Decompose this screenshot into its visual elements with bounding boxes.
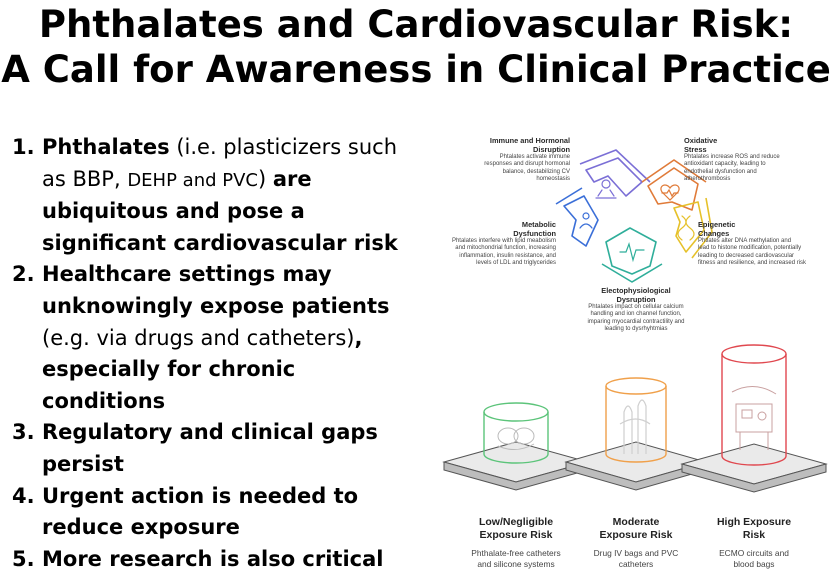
point-item: 5. More research is also critical xyxy=(12,544,412,576)
label-epigenetic-changes: Epigenetic Changes Phtlates alter DNA me… xyxy=(698,220,807,267)
microscope-icon xyxy=(595,179,617,199)
chevron-epigenetic xyxy=(673,197,713,259)
iv-line-icon xyxy=(619,399,651,454)
risk-moderate: Moderate Exposure Risk Drug IV bags and … xyxy=(593,516,679,569)
point-number: 1. xyxy=(12,135,35,159)
title-line-2: A Call for Awareness in Clinical Practic… xyxy=(1,48,831,91)
infographic-graphics xyxy=(442,149,828,493)
risk-high: High Exposure Risk ECMO circuits and blo… xyxy=(716,516,792,569)
label-metabolic-dysfunction: Metabolic Dysfunction Phtalates interfer… xyxy=(451,220,556,267)
heart-pulse-icon xyxy=(660,184,680,201)
platform-high xyxy=(680,443,828,493)
chevron-metabolic xyxy=(555,187,599,247)
label-oxidative-stress: Oxidative Stress Phtalates increase ROS … xyxy=(684,136,780,183)
point-item: 4. Urgent action is needed to reduce exp… xyxy=(12,481,412,544)
mechanism-ring xyxy=(555,149,713,283)
chevron-electro xyxy=(601,227,663,283)
label-electrophysiological: Electophysiological Dysruption Phtalates… xyxy=(587,286,685,333)
ecg-icon xyxy=(619,241,645,263)
infographic: Immune and Hormonal Disruption Phtalates… xyxy=(436,124,828,584)
point-number: 5. xyxy=(12,546,35,571)
title-line-1: Phthalates and Cardiovascular Risk: xyxy=(38,3,794,46)
point-item: 1. Phthalates (i.e. plasticizers such as… xyxy=(12,132,412,259)
cylinder-high xyxy=(721,344,787,466)
risk-low: Low/Negligible Exposure Risk Phthalate-f… xyxy=(471,516,561,569)
person-icon xyxy=(579,212,593,229)
cylinder-moderate xyxy=(605,377,667,463)
cylinder-low xyxy=(483,402,549,464)
dna-icon xyxy=(677,215,695,241)
point-item: 2. Healthcare settings may unknowingly e… xyxy=(12,259,412,417)
point-number: 4. xyxy=(12,483,35,508)
page-title: Phthalates and Cardiovascular Risk: A Ca… xyxy=(0,2,832,92)
chevron-immune xyxy=(579,149,651,197)
chevron-oxidative xyxy=(641,159,707,211)
catheter-coil-icon xyxy=(497,427,535,450)
ecmo-machine-icon xyxy=(731,386,777,450)
key-points-list: 1. Phthalates (i.e. plasticizers such as… xyxy=(12,132,412,575)
label-immune-hormonal: Immune and Hormonal Disruption Phtalates… xyxy=(484,136,570,183)
point-item: 3. Regulatory and clinical gaps persist xyxy=(12,417,412,480)
point-number: 2. xyxy=(12,262,35,287)
point-number: 3. xyxy=(12,420,35,445)
